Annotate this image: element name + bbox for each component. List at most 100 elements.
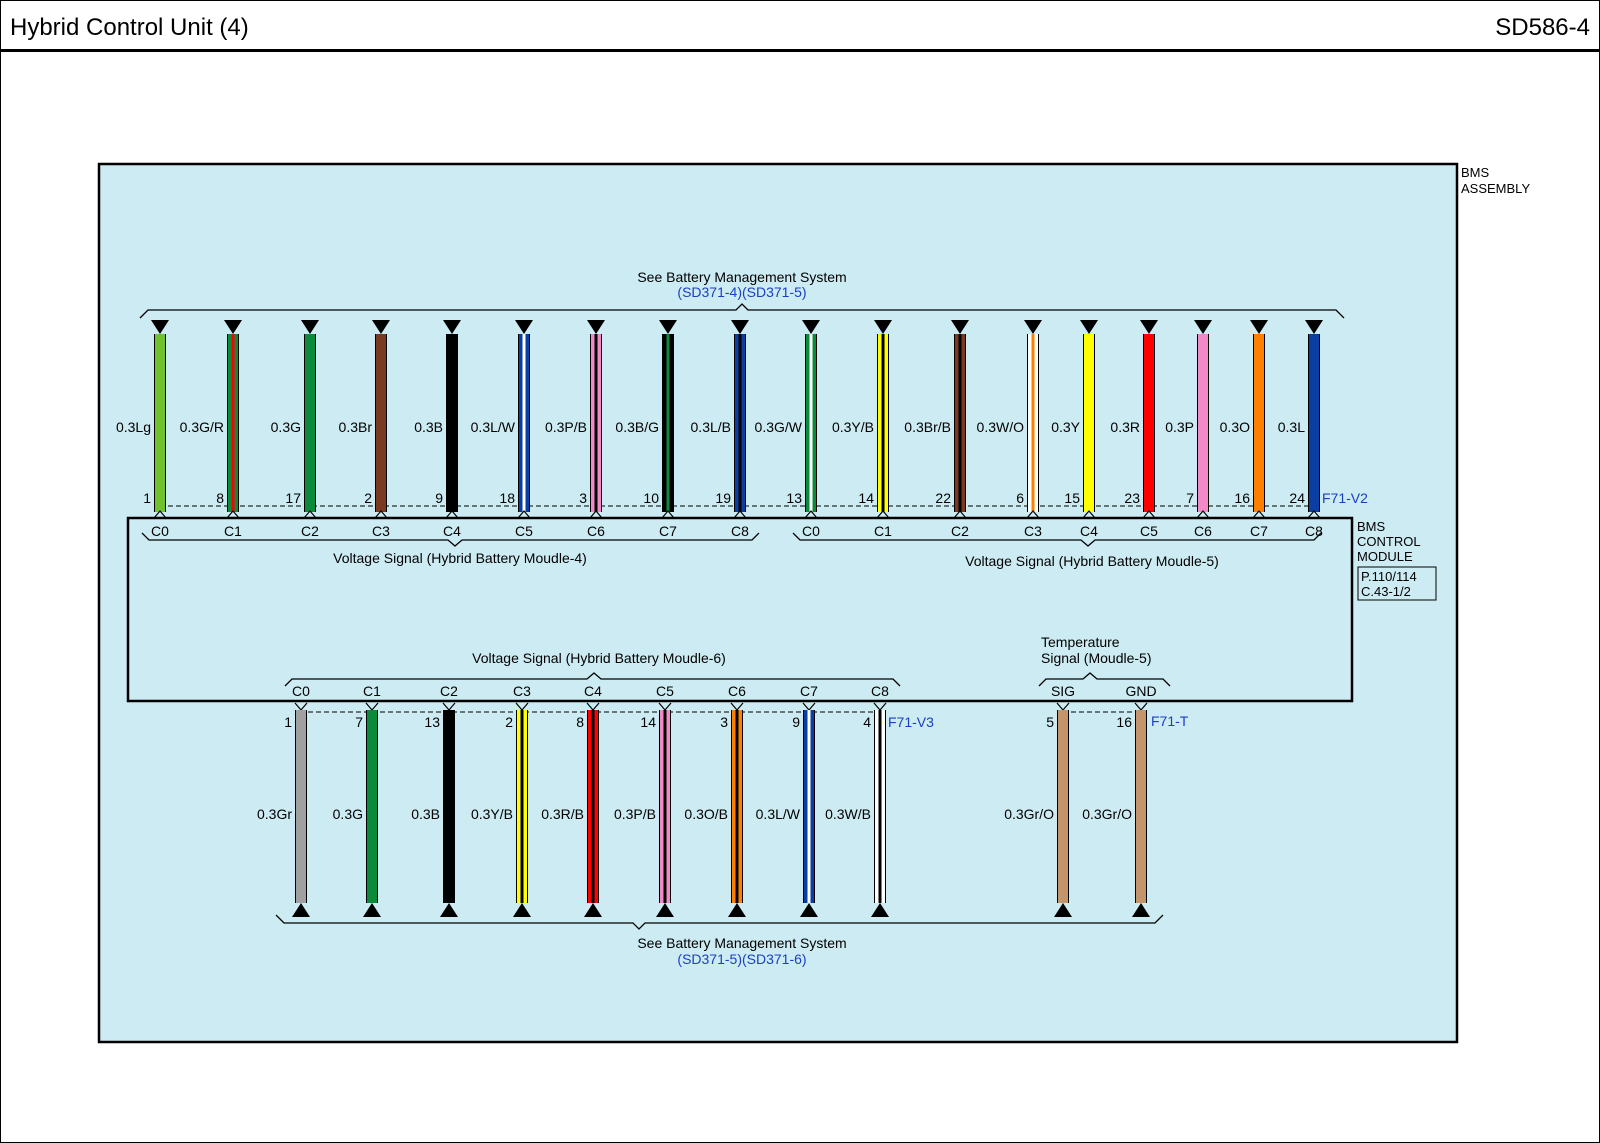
terminal-label: C5 xyxy=(515,523,533,539)
pin-number: 14 xyxy=(640,714,656,730)
wire-label: 0.3Lg xyxy=(116,419,151,435)
bms-module-ref-box xyxy=(1357,566,1437,601)
pin-number: 16 xyxy=(1234,490,1250,506)
terminal-label: C8 xyxy=(1305,523,1323,539)
wire-arrow-up xyxy=(513,903,531,917)
wire-arrow-down xyxy=(1080,320,1098,334)
terminal-notch xyxy=(1196,510,1210,519)
pin-number: 14 xyxy=(858,490,874,506)
wire-arrow-down xyxy=(1305,320,1323,334)
top-wire-13-stripe xyxy=(1031,334,1035,512)
wire-label: 0.3Y/B xyxy=(832,419,874,435)
group-brace-m6 xyxy=(284,672,901,687)
bottom-reference-link[interactable]: (SD371-5)(SD371-6) xyxy=(677,951,806,967)
bottom-wire-9-stripe xyxy=(878,710,882,903)
terminal-notch xyxy=(661,510,675,519)
terminal-label: C7 xyxy=(800,683,818,699)
pin-number: 15 xyxy=(1064,490,1080,506)
top-wire-3-insulation xyxy=(305,334,315,512)
terminal-label: C3 xyxy=(372,523,390,539)
terminal-label: C3 xyxy=(513,683,531,699)
pin-number: 23 xyxy=(1124,490,1140,506)
bottom-wire-5-stripe xyxy=(591,710,595,903)
terminal-notch xyxy=(589,510,603,519)
terminal-label: C4 xyxy=(443,523,461,539)
wire-arrow-up xyxy=(1054,903,1072,917)
page-title: Hybrid Control Unit (4) xyxy=(10,14,249,41)
bms-module-label-2: CONTROL xyxy=(1357,534,1421,549)
pin-number: 6 xyxy=(1016,490,1024,506)
terminal-label: C1 xyxy=(224,523,242,539)
bottom-reference-title: See Battery Management System xyxy=(637,935,846,951)
top-wire-6-stripe xyxy=(522,334,526,512)
connector-bottom-right-name[interactable]: F71-T xyxy=(1151,713,1189,729)
wire-arrow-down xyxy=(443,320,461,334)
top-reference-link[interactable]: (SD371-4)(SD371-5) xyxy=(677,284,806,300)
group-label-temp-2: Signal (Moudle-5) xyxy=(1041,650,1152,666)
terminal-label: C8 xyxy=(731,523,749,539)
wire-arrow-up xyxy=(440,903,458,917)
wire-arrow-up xyxy=(800,903,818,917)
wire-arrow-up xyxy=(363,903,381,917)
top-wire-8-stripe xyxy=(666,334,670,512)
pin-number: 8 xyxy=(216,490,224,506)
terminal-label: C3 xyxy=(1024,523,1042,539)
connector-top-name[interactable]: F71-V2 xyxy=(1322,490,1368,506)
terminal-label: C2 xyxy=(951,523,969,539)
wire-label: 0.3P xyxy=(1165,419,1194,435)
wire-label: 0.3G xyxy=(271,419,301,435)
header-rule xyxy=(0,49,1600,52)
terminal-label: C0 xyxy=(292,683,310,699)
wire-label: 0.3Gr/O xyxy=(1004,806,1054,822)
pin-number: 10 xyxy=(643,490,659,506)
top-wire-14-insulation xyxy=(1084,334,1094,512)
pin-number: 4 xyxy=(863,714,871,730)
top-wires: 0.3Lg1C00.3G/R8C10.3G17C20.3Br2C30.3B9C4… xyxy=(116,320,1323,539)
pin-number: 24 xyxy=(1289,490,1305,506)
top-reference-title: See Battery Management System xyxy=(637,269,846,285)
terminal-label: C7 xyxy=(659,523,677,539)
wire-label: 0.3B xyxy=(411,806,440,822)
pin-number: 17 xyxy=(285,490,301,506)
terminal-notch xyxy=(733,510,747,519)
wire-label: 0.3L/B xyxy=(691,419,731,435)
bms-module-ref-2: C.43-1/2 xyxy=(1361,584,1411,599)
pin-number: 16 xyxy=(1116,714,1132,730)
wire-arrow-down xyxy=(659,320,677,334)
connector-bottom-left-name[interactable]: F71-V3 xyxy=(888,714,934,730)
terminal-label: C0 xyxy=(802,523,820,539)
wire-label: 0.3Y xyxy=(1051,419,1080,435)
bms-assembly-label-1: BMS xyxy=(1461,165,1490,180)
group-brace-m5 xyxy=(792,532,1322,547)
